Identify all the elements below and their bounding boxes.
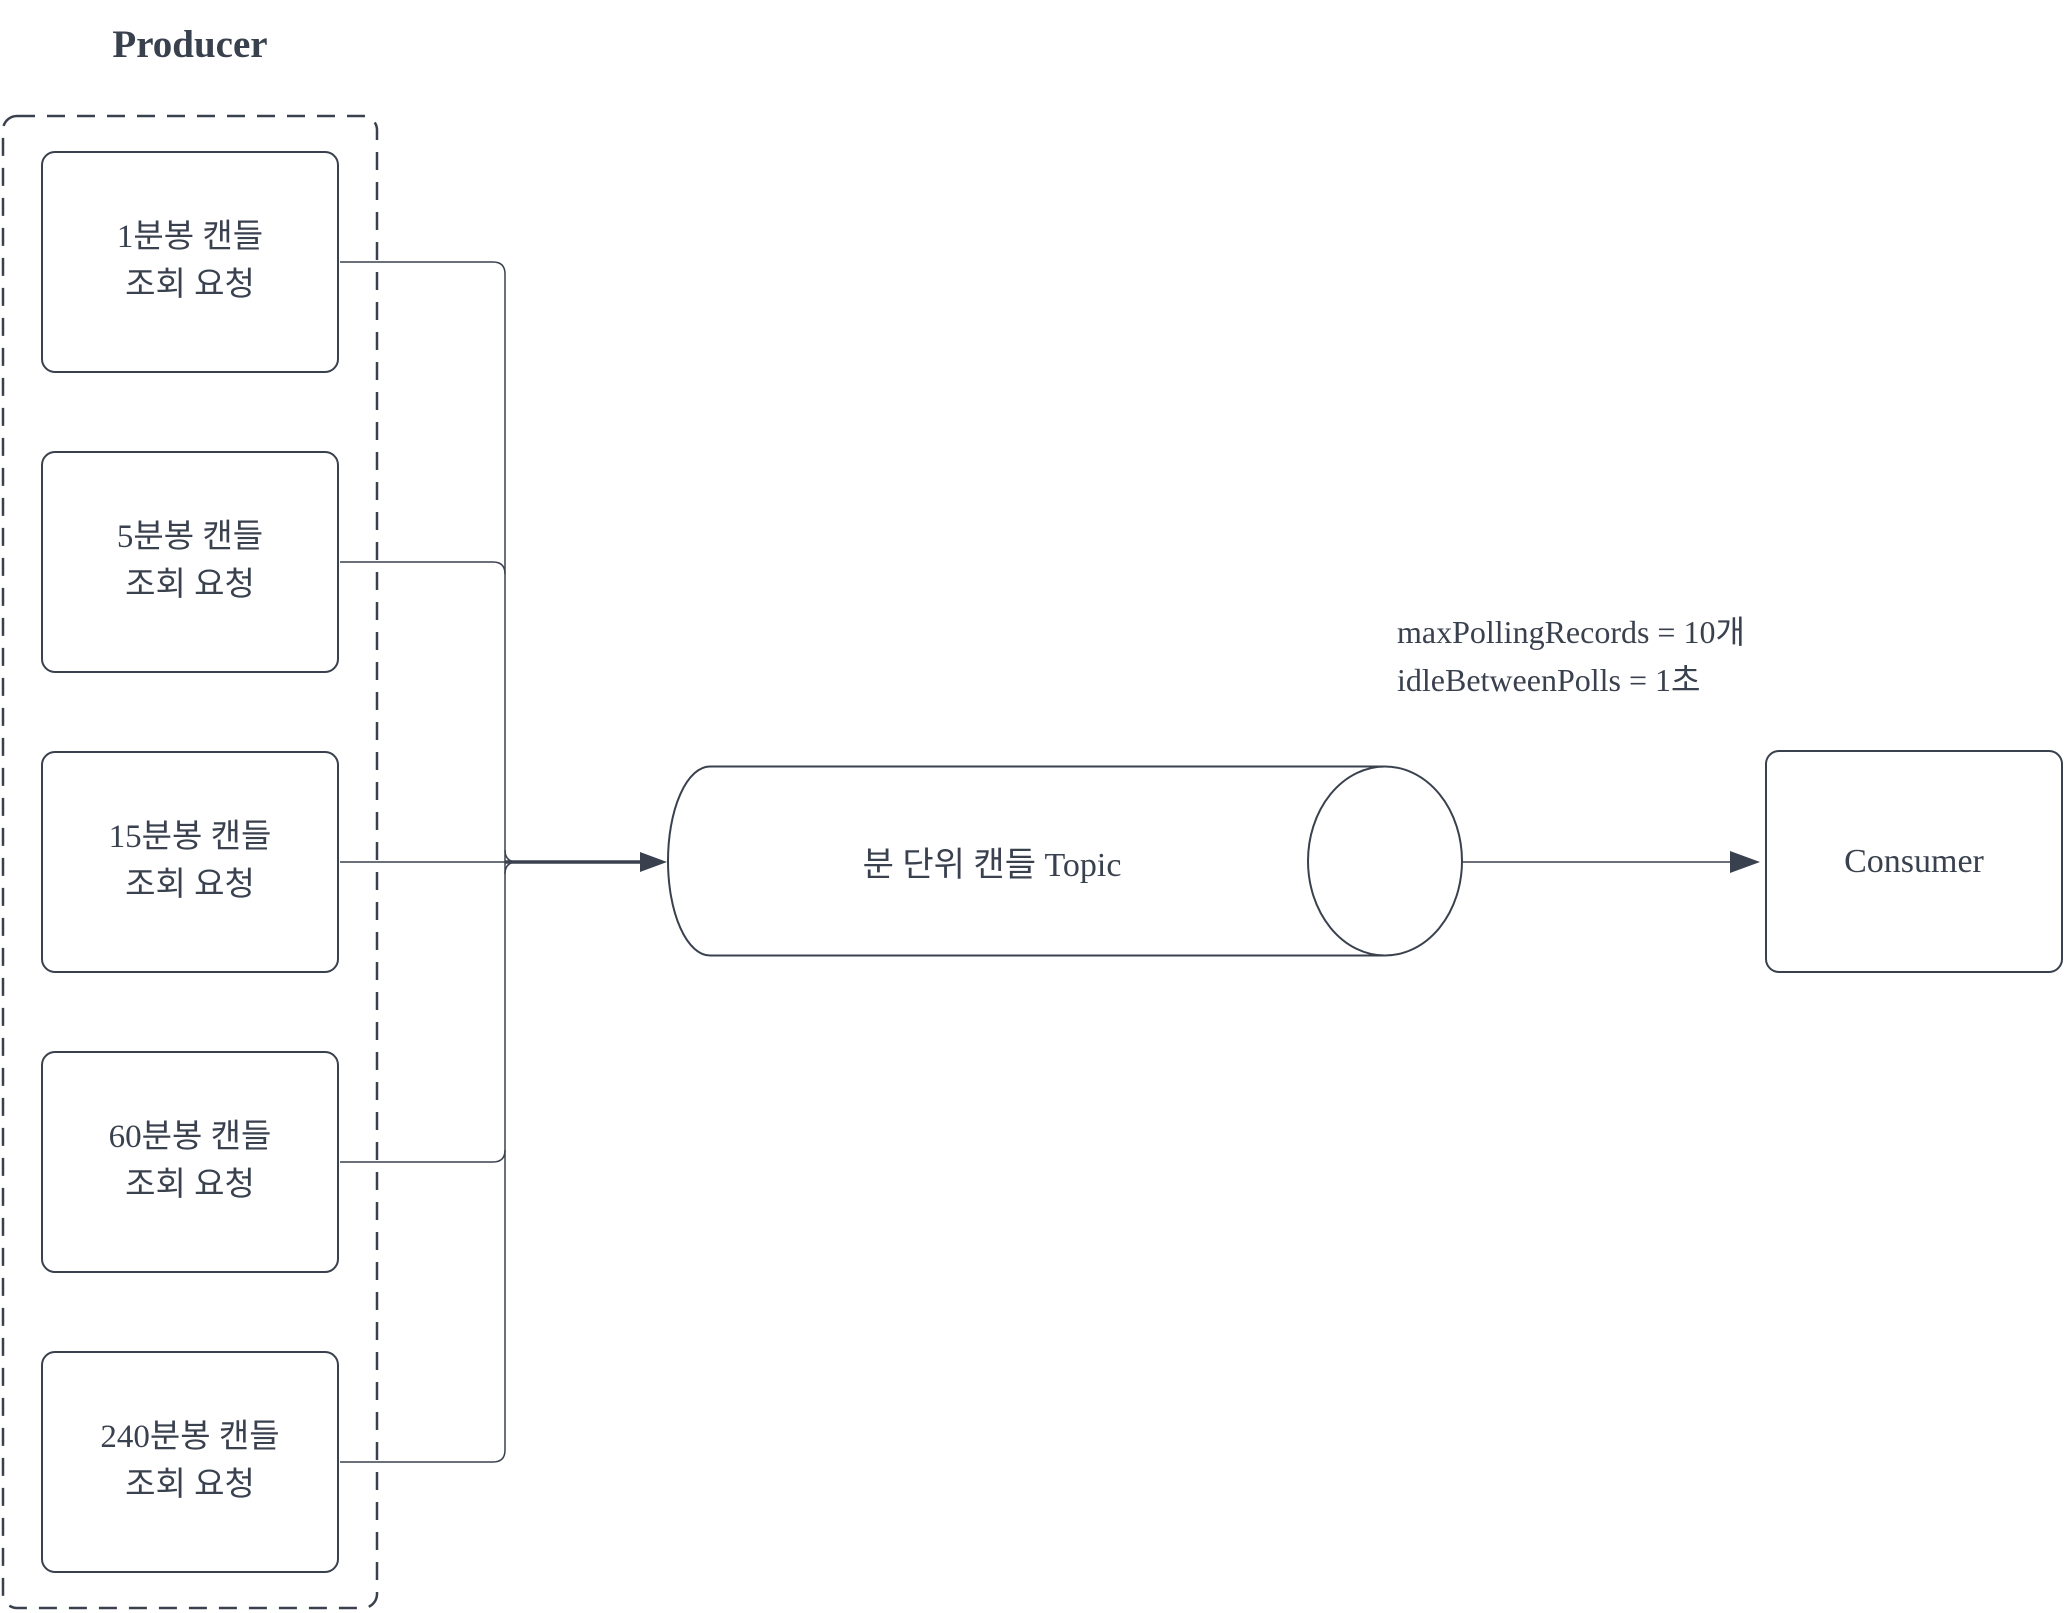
producer-request-5min-label: 5분봉 캔들 조회 요청 xyxy=(116,519,264,603)
producer-request-15min-label: 15분봉 캔들 조회 요청 xyxy=(108,819,272,903)
producer-request-5min: 5분봉 캔들 조회 요청 xyxy=(41,451,339,673)
connector-240min xyxy=(340,1449,506,1463)
topic-cylinder-face-ellipse xyxy=(1307,765,1463,957)
producer-group-title: Producer xyxy=(112,23,268,66)
consumer-params: maxPollingRecords = 10개 idleBetweenPolls… xyxy=(1397,608,1745,704)
producer-request-240min-label: 240분봉 캔들 조회 요청 xyxy=(100,1419,280,1503)
producer-request-1min-label: 1분봉 캔들 조회 요청 xyxy=(116,219,264,303)
consumer-params-line1: maxPollingRecords = 10개 xyxy=(1397,614,1745,650)
producer-request-240min: 240분봉 캔들 조회 요청 xyxy=(41,1351,339,1573)
consumer-params-line2: idleBetweenPolls = 1초 xyxy=(1397,662,1701,698)
topic-cylinder-body xyxy=(710,765,1385,957)
producer-request-1min: 1분봉 캔들 조회 요청 xyxy=(41,151,339,373)
consumer-node-label: Consumer xyxy=(1844,842,1984,880)
topic-label: 분 단위 캔들 Topic xyxy=(862,846,1122,884)
producer-to-topic-arrowhead xyxy=(640,852,667,872)
topic-to-consumer-arrowhead xyxy=(1730,851,1760,873)
producer-request-60min: 60분봉 캔들 조회 요청 xyxy=(41,1051,339,1273)
consumer-node: Consumer xyxy=(1765,750,2063,973)
connector-5min xyxy=(340,561,506,575)
topic-cylinder-left-cap xyxy=(667,765,711,957)
producer-request-60min-label: 60분봉 캔들 조회 요청 xyxy=(108,1119,272,1203)
producer-group-boundary xyxy=(1,114,379,1610)
connector-1min xyxy=(340,261,506,275)
connector-60min xyxy=(340,1149,506,1163)
producer-request-15min: 15분봉 캔들 조회 요청 xyxy=(41,751,339,973)
topic-cylinder xyxy=(667,765,1463,957)
